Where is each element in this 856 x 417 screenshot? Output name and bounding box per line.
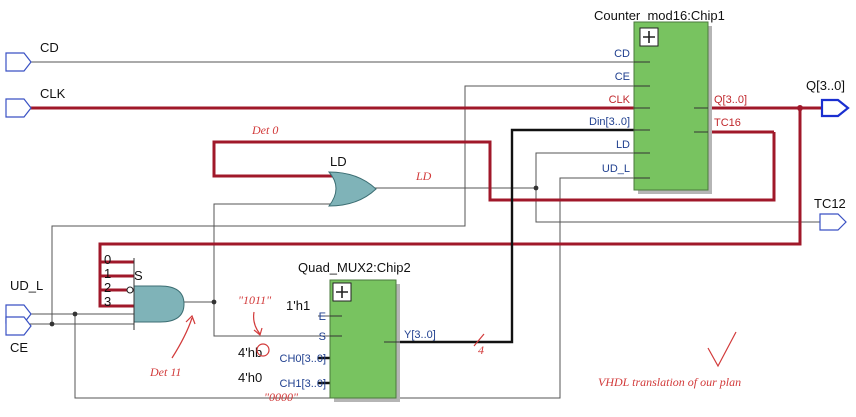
wire-junctions (49, 105, 803, 327)
or-gate-ld[interactable]: LD (327, 154, 377, 207)
note-bus-width: 4 (478, 343, 484, 357)
and-gate-s[interactable]: S 0 1 2 3 (104, 252, 185, 330)
input-port-ud-l[interactable]: UD_L (5, 278, 43, 324)
note-bits-0000: "0000" (264, 390, 299, 404)
note-vhdl: VHDL translation of our plan (598, 375, 741, 389)
note-ld: LD (415, 169, 432, 183)
note-det0: Det 0 (251, 123, 278, 137)
counter-pin-q: Q[3..0] (714, 94, 747, 106)
counter-pin-din: Din[3..0] (589, 116, 630, 128)
and-bit-3: 3 (104, 294, 111, 309)
mux-pin-e: E (319, 311, 326, 323)
counter-title: Counter_mod16:Chip1 (594, 8, 725, 23)
mux-pin-ch0: CH0[3..0] (280, 353, 326, 365)
input-label-cd: CD (40, 40, 59, 55)
note-det11: Det 11 (149, 365, 181, 379)
input-port-clk[interactable]: CLK (5, 86, 66, 118)
counter-pin-ud-l: UD_L (602, 163, 630, 175)
input-label-ce: CE (10, 340, 28, 355)
mux-block[interactable]: Quad_MUX2:Chip2 E S CH0[3..0] CH1[3..0] … (238, 260, 436, 402)
counter-pin-ld: LD (616, 139, 630, 151)
counter-pin-stubs (634, 61, 708, 179)
and-bit-2: 2 (104, 280, 111, 295)
output-port-q[interactable]: Q[3..0] (806, 78, 850, 118)
counter-pin-tc16: TC16 (714, 117, 741, 129)
counter-pin-cd: CD (614, 48, 630, 60)
counter-pin-clk: CLK (609, 94, 631, 106)
handwritten-annotations: Det 0 LD "1011" Det 11 "0000" 4 VHDL tra… (149, 123, 741, 404)
input-port-ce[interactable]: CE (5, 316, 32, 355)
mux-pin-y: Y[3..0] (404, 329, 436, 341)
signal-wires (30, 61, 820, 399)
mux-pin-ch1: CH1[3..0] (280, 378, 326, 390)
and-bit-1: 1 (104, 266, 111, 281)
mux-title: Quad_MUX2:Chip2 (298, 260, 411, 275)
note-bits-1011: "1011" (238, 293, 272, 307)
input-label-ud-l: UD_L (10, 278, 43, 293)
mux-const-ch0: 4'hb (238, 345, 262, 360)
and-gate-label: S (134, 268, 143, 283)
input-label-clk: CLK (40, 86, 66, 101)
mux-pin-s: S (319, 331, 326, 343)
output-label-tc12: TC12 (814, 196, 846, 211)
output-port-tc12[interactable]: TC12 (814, 196, 847, 231)
mux-const-e: 1'h1 (286, 298, 310, 313)
and-bit-0: 0 (104, 252, 111, 267)
output-label-q: Q[3..0] (806, 78, 845, 93)
mux-const-ch1: 4'h0 (238, 370, 262, 385)
input-port-cd[interactable]: CD (5, 40, 59, 72)
counter-pin-ce: CE (615, 71, 630, 83)
or-gate-label: LD (330, 154, 347, 169)
counter-block[interactable]: Counter_mod16:Chip1 CD CE CLK Din[3..0] … (589, 8, 747, 194)
inverter-bubble-icon (126, 286, 134, 294)
